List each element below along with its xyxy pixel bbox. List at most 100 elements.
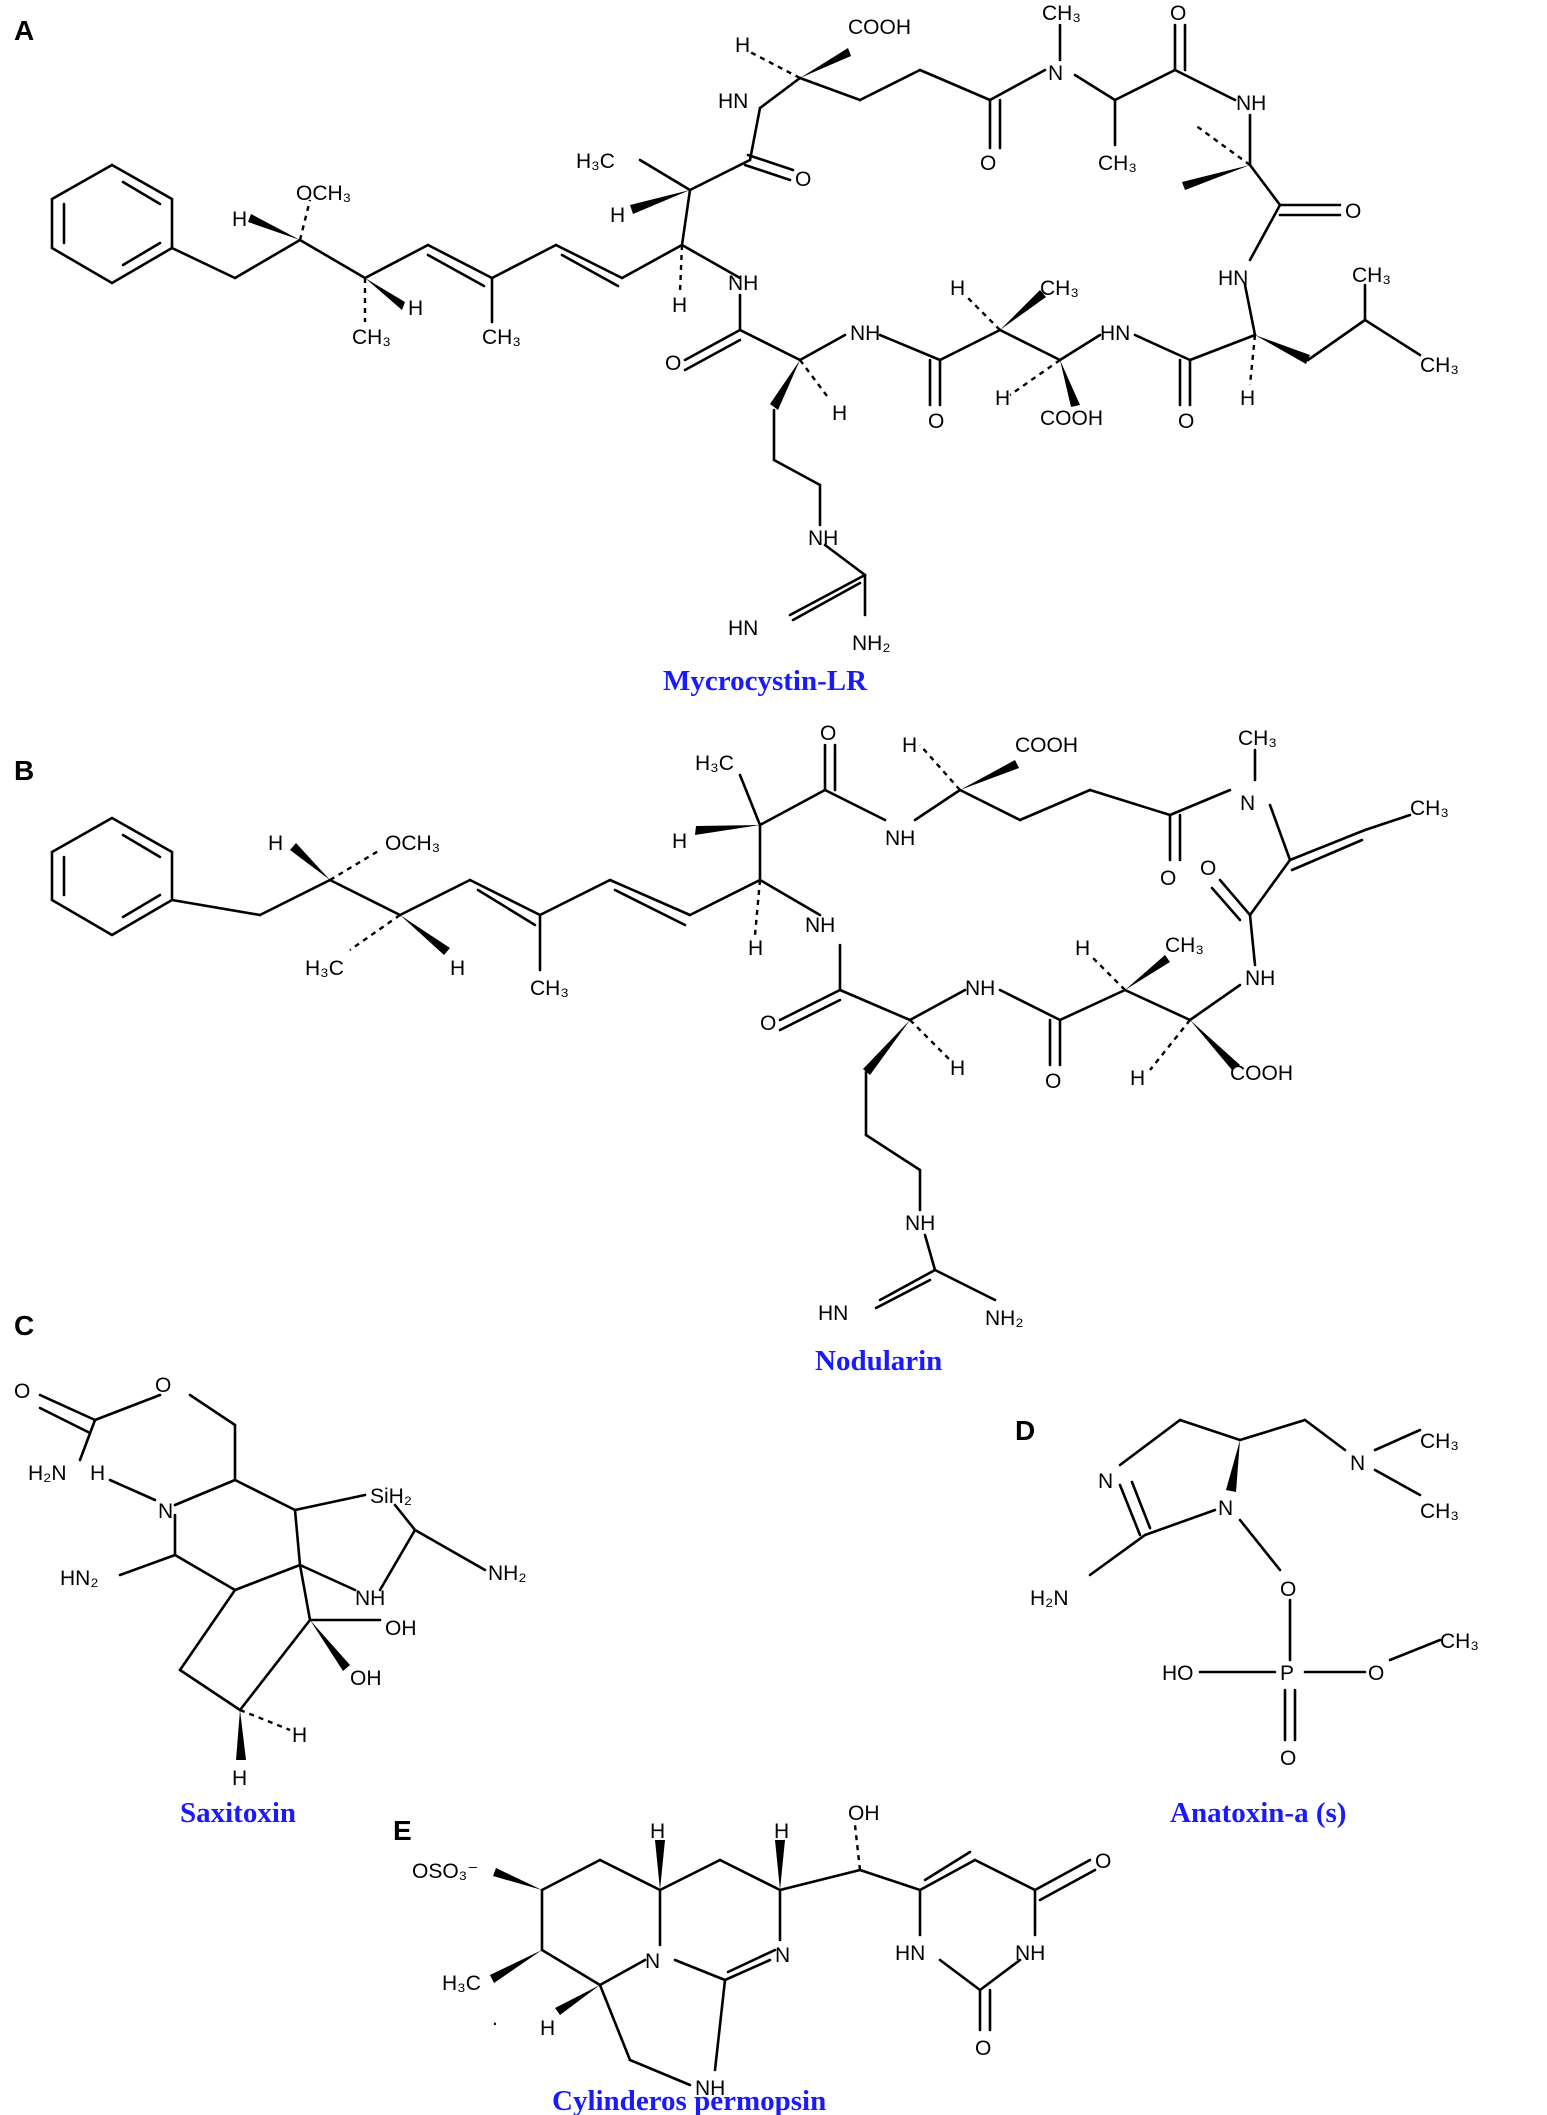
label-o-a3: O: [1170, 2, 1186, 25]
label-nh-b2: NH: [885, 827, 915, 850]
label-ch3-a1: CH₃: [352, 326, 391, 349]
label-h-a6: H: [1240, 387, 1255, 410]
panel-d-letter: D: [1015, 1415, 1035, 1446]
label-h-b4: H: [748, 937, 763, 960]
label-ch3-d2: CH₃: [1420, 1500, 1459, 1523]
label-h-c1: H: [90, 1462, 105, 1485]
label-ch3-a5: CH₃: [1352, 264, 1391, 287]
label-h-a3: H: [610, 204, 625, 227]
panel-b-letter: B: [14, 755, 34, 786]
label-o-c2: O: [14, 1380, 30, 1403]
label-ch3-b1: CH₃: [530, 977, 569, 1000]
label-ch3-a2: CH₃: [482, 326, 521, 349]
benzene-ring-a: [50, 163, 174, 285]
label-cooh-b1: COOH: [1015, 734, 1078, 757]
label-n-e2: N: [775, 1944, 790, 1967]
label-o-a6: O: [928, 410, 944, 433]
label-nh-e1: NH: [695, 2077, 725, 2100]
label-h-a7: H: [995, 387, 1010, 410]
label-n-d2: N: [1218, 1497, 1233, 1520]
label-hn-a2: HN: [1218, 267, 1248, 290]
panel-a-letter: A: [14, 15, 34, 46]
label-h-e3: H: [774, 1820, 789, 1843]
label-nh-a1: NH: [728, 272, 758, 295]
label-cooh-a2: COOH: [1040, 407, 1103, 430]
label-och3-b: OCH₃: [385, 832, 440, 855]
label-oh-c2: OH: [350, 1667, 382, 1690]
label-ch3-d3: CH₃: [1440, 1630, 1479, 1653]
label-nh2-a: NH₂: [852, 632, 890, 655]
label-h-a9: H: [832, 402, 847, 425]
cylindrospermopsin-bonds: [490, 1824, 1097, 2087]
label-n-d1: N: [1098, 1470, 1113, 1493]
label-ch3-a4: CH₃: [1098, 152, 1137, 175]
label-o-c1: O: [155, 1374, 171, 1397]
label-n-b1: N: [1240, 792, 1255, 815]
label-nh2-b: NH₂: [985, 1307, 1023, 1330]
adda-chain-b: [170, 843, 762, 972]
label-dot-e: .: [492, 2007, 498, 2030]
label-h3c-e: H₃C: [442, 1972, 481, 1995]
label-ch3-b2: CH₃: [1238, 727, 1277, 750]
label-nh-b1: NH: [805, 914, 835, 937]
label-ch3-a7: CH₃: [1040, 277, 1079, 300]
label-h-e1: H: [540, 2017, 555, 2040]
label-o-e2: O: [975, 2037, 991, 2060]
panel-c-letter: C: [14, 1310, 34, 1341]
labels-b: OCH₃ H H H₃C CH₃ H₃C H H NH O NH H COOH …: [268, 722, 1449, 1330]
label-ch3-b4: CH₃: [1165, 934, 1204, 957]
label-o-a4: O: [1345, 200, 1361, 223]
label-o-a2: O: [980, 152, 996, 175]
label-h-b1: H: [268, 832, 283, 855]
label-h3c-a: H₃C: [576, 150, 615, 173]
benzene-ring-b: [50, 816, 174, 937]
label-och3-a: OCH₃: [296, 182, 351, 205]
adda-chain-a: [170, 199, 684, 324]
label-hn2-c: HN₂: [60, 1567, 98, 1590]
label-hn-a3: HN: [1100, 322, 1130, 345]
label-ch3-d1: CH₃: [1420, 1430, 1459, 1453]
panel-e-letter: E: [393, 1815, 412, 1846]
label-h-a1: H: [232, 208, 247, 231]
label-o-a1: O: [795, 168, 811, 191]
label-nh-a4: NH: [808, 527, 838, 550]
label-o-a7: O: [665, 352, 681, 375]
label-h-b5: H: [902, 734, 917, 757]
label-h3c-b2: H₃C: [695, 752, 734, 775]
label-h-c2: H: [292, 1724, 307, 1747]
labels-d: N N N CH₃ CH₃ H₂N O HO P O CH₃ O: [1030, 1430, 1479, 1770]
panel-a: A: [14, 2, 1459, 697]
label-h-b6: H: [1075, 937, 1090, 960]
label-nh-b4: NH: [965, 977, 995, 1000]
label-nh-a2: NH: [1236, 92, 1266, 115]
anatoxin-bonds: [1088, 1418, 1442, 1742]
label-o-d2: O: [1368, 1662, 1384, 1685]
compound-name-a: Mycrocystin-LR: [663, 665, 868, 697]
label-nh-b3: NH: [1245, 967, 1275, 990]
labels-a: OCH₃ H H CH₃ CH₃ H₃C H H NH O HN H COOH …: [232, 2, 1459, 655]
label-h-b3: H: [672, 830, 687, 853]
label-nh2-c: NH₂: [488, 1562, 526, 1585]
label-n-d3: N: [1350, 1452, 1365, 1475]
label-cooh-a1: COOH: [848, 16, 911, 39]
panel-d: D N N N CH₃ CH₃ H₂N: [1015, 1415, 1479, 1829]
compound-name-b: Nodularin: [815, 1345, 942, 1377]
label-oh-c1: OH: [385, 1617, 417, 1640]
label-nh-a3: NH: [850, 322, 880, 345]
compound-name-e: Cylinderos permopsin: [552, 2085, 826, 2115]
label-h3c-b1: H₃C: [305, 957, 344, 980]
label-o-d1: O: [1280, 1578, 1296, 1601]
label-o-b1: O: [820, 722, 836, 745]
labels-c: O O H₂N H N HN₂ SiH₂ NH₂ NH OH OH H H: [14, 1374, 526, 1790]
label-nh-a5: HN: [728, 617, 758, 640]
label-o-b2: O: [1160, 867, 1176, 890]
label-ho-d: HO: [1162, 1662, 1194, 1685]
compound-name-d: Anatoxin-a (s): [1170, 1797, 1346, 1829]
panel-c: C: [14, 1310, 526, 1829]
label-hn-b1: HN: [818, 1302, 848, 1325]
compound-name-c: Saxitoxin: [180, 1797, 296, 1829]
saxitoxin-bonds: [38, 1393, 487, 1760]
label-o-d3: O: [1280, 1747, 1296, 1770]
label-h-b2: H: [450, 957, 465, 980]
label-h-a4: H: [672, 294, 687, 317]
